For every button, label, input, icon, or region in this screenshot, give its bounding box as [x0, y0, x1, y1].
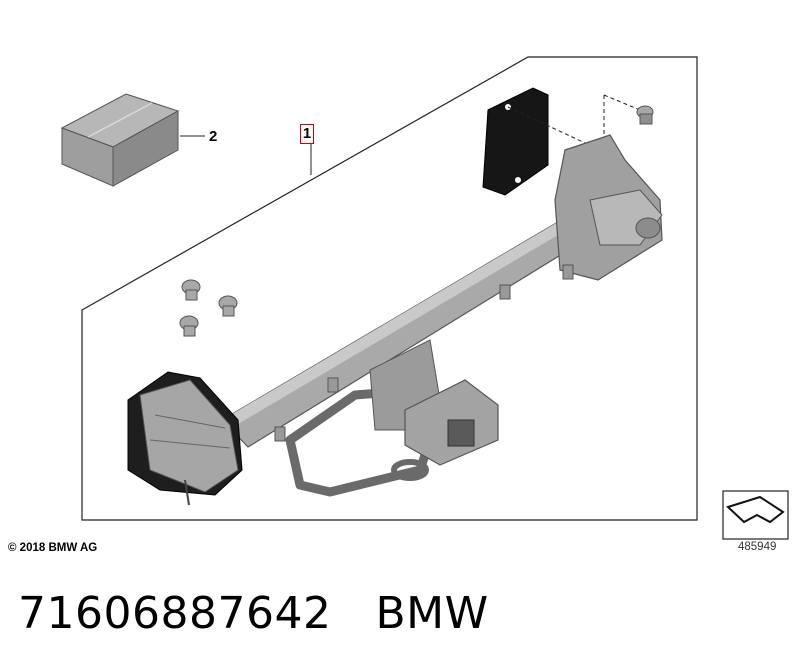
parts-diagram	[60, 56, 789, 540]
assembly-frame	[81, 56, 698, 521]
part-number: 71606887642	[18, 588, 332, 639]
callout-item-1[interactable]: 1	[300, 124, 314, 144]
gasket-plate-icon	[482, 87, 549, 196]
brand-name: BMW	[375, 588, 489, 639]
bolt-icon	[179, 279, 238, 337]
copyright-notice: © 2018 BMW AG	[8, 542, 98, 554]
part-number-line: 71606887642 BMW	[18, 588, 489, 639]
parts-box-icon	[60, 93, 180, 187]
view-arrow-icon	[722, 490, 789, 540]
diagram-number: 485949	[738, 541, 777, 553]
nut-icon	[636, 105, 654, 125]
callout-item-2[interactable]: 2	[209, 128, 218, 145]
trailer-hitch-assembly-illustration	[127, 134, 663, 506]
